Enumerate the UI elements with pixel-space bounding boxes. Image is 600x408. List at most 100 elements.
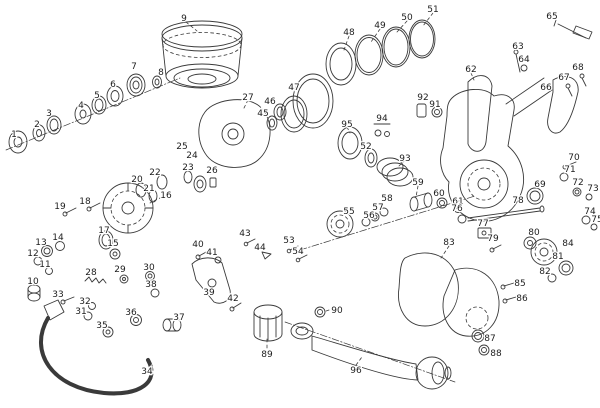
part-label-88: 88 (490, 349, 502, 359)
part-label-32: 32 (79, 297, 90, 307)
part-label-33: 33 (52, 290, 63, 300)
part-label-74: 74 (584, 207, 596, 217)
part-label-93: 93 (399, 154, 410, 164)
part-label-71: 71 (564, 165, 575, 175)
part-label-80: 80 (528, 228, 540, 238)
part-label-91: 91 (429, 100, 440, 110)
part-label-43: 43 (239, 229, 250, 239)
left-small-parts-drawing (27, 202, 155, 302)
part-label-77: 77 (477, 219, 488, 229)
part-label-52: 52 (360, 142, 371, 152)
spool-drawing (161, 20, 243, 89)
part-label-89: 89 (261, 350, 273, 360)
part-label-22: 22 (149, 168, 160, 178)
part-label-87: 87 (484, 334, 495, 344)
part-label-53: 53 (283, 236, 294, 246)
part-label-56: 56 (363, 211, 375, 221)
part-label-30: 30 (143, 263, 155, 273)
part-label-65: 65 (546, 12, 557, 22)
part-label-94: 94 (376, 114, 388, 124)
part-label-40: 40 (192, 240, 204, 250)
part-label-57: 57 (372, 203, 383, 213)
foot-screws-drawing (513, 19, 593, 134)
part-label-44: 44 (254, 243, 266, 253)
right-small-parts-drawing (489, 161, 598, 304)
rotor-washers-drawing (135, 170, 217, 203)
part-label-72: 72 (572, 178, 583, 188)
part-label-84: 84 (562, 239, 574, 249)
seal-rings-drawing (266, 19, 436, 133)
part-label-60: 60 (433, 189, 445, 199)
part-label-50: 50 (401, 13, 413, 23)
part-label-21: 21 (143, 184, 154, 194)
part-label-2: 2 (34, 120, 40, 130)
part-label-70: 70 (568, 153, 580, 163)
part-label-96: 96 (350, 366, 362, 376)
part-label-79: 79 (487, 234, 499, 244)
part-label-16: 16 (160, 191, 172, 201)
part-label-67: 67 (558, 73, 569, 83)
part-label-23: 23 (182, 163, 193, 173)
part-label-4: 4 (78, 101, 84, 111)
part-label-18: 18 (79, 197, 91, 207)
part-label-85: 85 (514, 279, 525, 289)
rotor-drawing (198, 99, 271, 168)
part-label-7: 7 (131, 62, 137, 72)
part-label-75: 75 (591, 215, 600, 225)
part-label-68: 68 (572, 63, 584, 73)
part-label-25: 25 (176, 142, 187, 152)
gear-train-drawing (286, 192, 545, 263)
drag-cup-drawing (337, 123, 414, 187)
part-label-62: 62 (465, 65, 476, 75)
part-label-90: 90 (331, 306, 343, 316)
part-label-26: 26 (206, 166, 218, 176)
part-label-37: 37 (173, 313, 184, 323)
part-label-54: 54 (292, 247, 304, 257)
part-label-51: 51 (427, 5, 438, 15)
part-label-38: 38 (145, 280, 157, 290)
part-label-24: 24 (186, 151, 198, 161)
part-label-17: 17 (98, 226, 109, 236)
part-label-10: 10 (27, 277, 39, 287)
part-label-64: 64 (518, 55, 530, 65)
part-label-45: 45 (257, 109, 268, 119)
part-label-92: 92 (417, 93, 428, 103)
part-label-19: 19 (54, 202, 66, 212)
part-label-48: 48 (343, 28, 355, 38)
part-label-61: 61 (452, 197, 463, 207)
part-label-69: 69 (534, 180, 546, 190)
part-label-76: 76 (451, 204, 463, 214)
part-label-3: 3 (46, 109, 52, 119)
part-label-36: 36 (125, 308, 137, 318)
part-label-35: 35 (96, 321, 107, 331)
part-label-55: 55 (343, 207, 354, 217)
part-label-8: 8 (158, 68, 164, 78)
part-label-5: 5 (94, 91, 100, 101)
part-label-31: 31 (75, 307, 86, 317)
bail-arm-drawing (39, 288, 182, 396)
part-label-39: 39 (203, 288, 215, 298)
part-label-66: 66 (540, 83, 552, 93)
part-label-29: 29 (114, 265, 126, 275)
part-label-27: 27 (242, 93, 253, 103)
part-label-82: 82 (539, 267, 550, 277)
part-label-20: 20 (131, 175, 143, 185)
body-drawing (440, 75, 553, 222)
part-label-73: 73 (587, 184, 598, 194)
part-label-46: 46 (264, 97, 276, 107)
part-label-42: 42 (227, 294, 238, 304)
part-label-59: 59 (412, 178, 424, 188)
part-label-15: 15 (107, 239, 118, 249)
part-label-41: 41 (206, 248, 217, 258)
part-label-6: 6 (110, 80, 116, 90)
part-label-11: 11 (39, 260, 50, 270)
part-label-49: 49 (374, 21, 386, 31)
part-label-58: 58 (381, 194, 393, 204)
part-label-63: 63 (512, 42, 523, 52)
part-label-14: 14 (52, 233, 64, 243)
part-label-1: 1 (11, 130, 17, 140)
side-cover-drawing (398, 252, 500, 356)
part-label-81: 81 (552, 252, 563, 262)
